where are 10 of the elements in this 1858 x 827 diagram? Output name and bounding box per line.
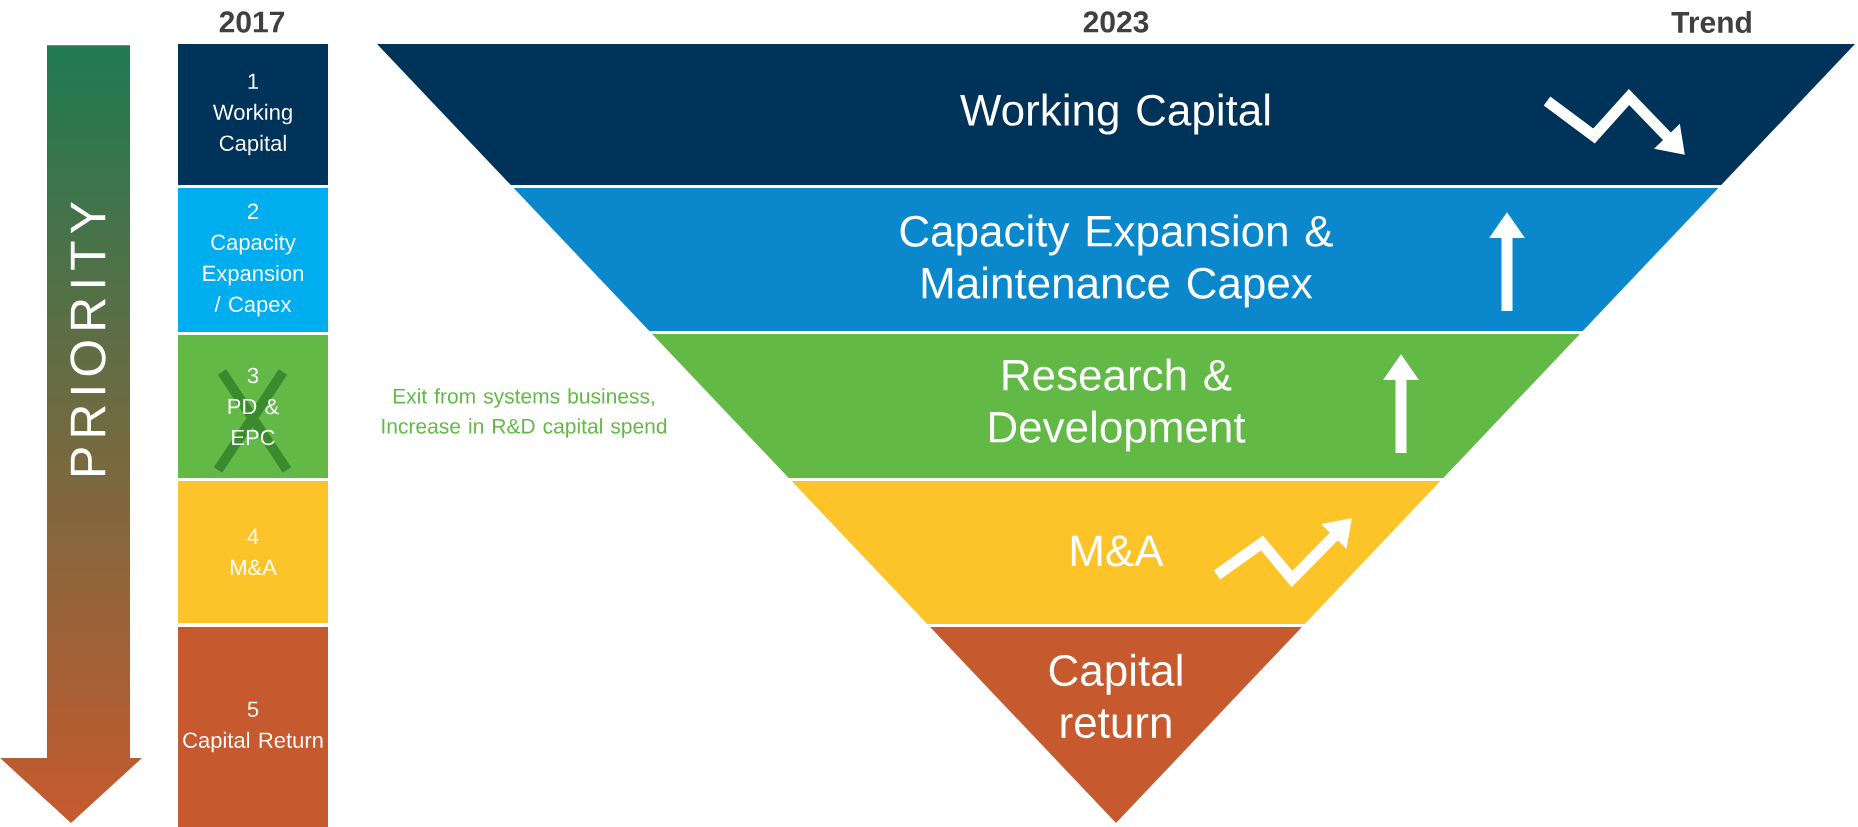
funnel-band: Capacity Expansion & Maintenance Capex	[513, 188, 1719, 331]
funnel-band: Working Capital	[377, 44, 1855, 185]
priority-arrow: PRIORITY	[70, 202, 106, 475]
funnel-band: Capital return	[930, 627, 1302, 823]
funnel-band: M&A	[791, 481, 1441, 624]
priority-box: 5 Capital Return	[178, 627, 328, 827]
priority-box: 2 Capacity Expansion / Capex	[178, 188, 328, 332]
priority-box: 1 Working Capital	[178, 44, 328, 185]
priority-box: 4 M&A	[178, 481, 328, 623]
priority-box: 3 PD & EPC	[178, 335, 328, 478]
